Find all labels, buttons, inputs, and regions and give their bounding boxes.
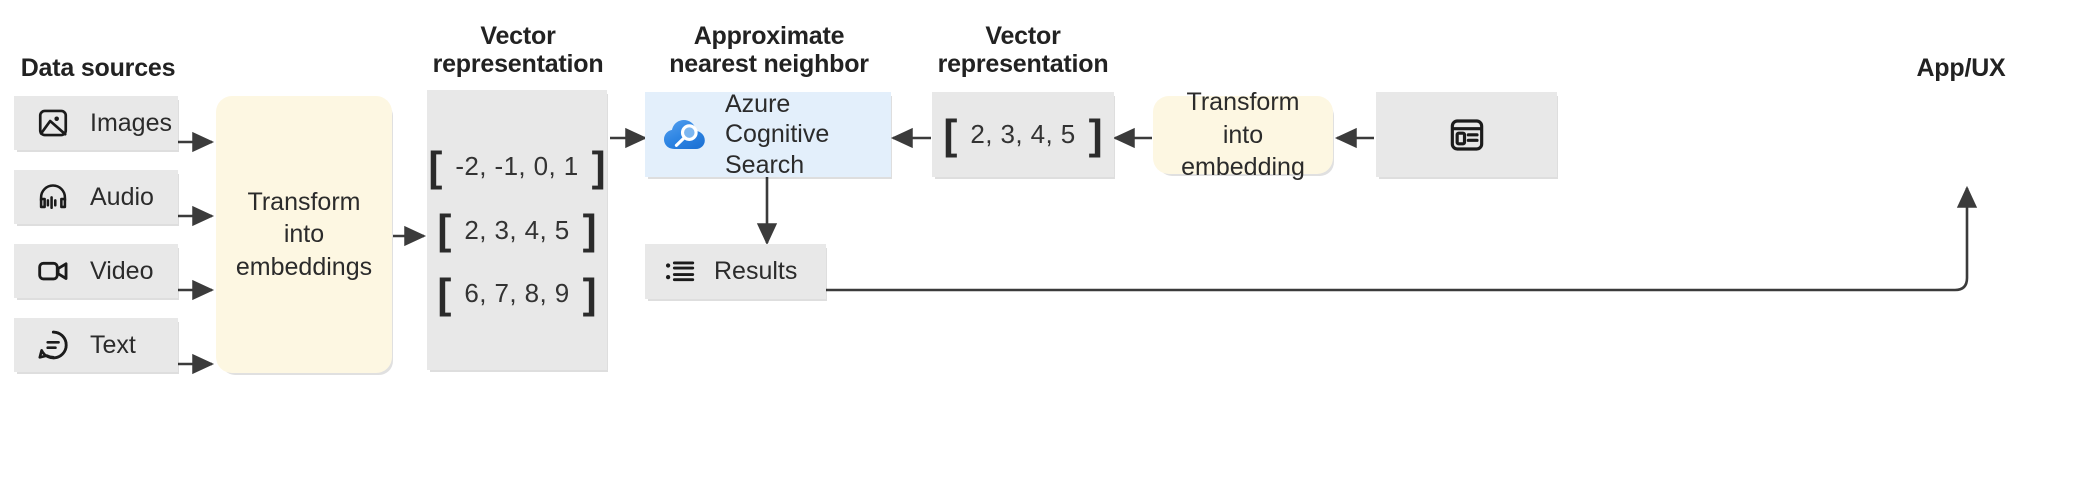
vector-row: [ 2, 3, 4, 5 ] xyxy=(943,110,1103,158)
results-box[interactable]: Results xyxy=(645,244,826,299)
image-icon xyxy=(36,106,70,140)
vector-row: [ 6, 7, 8, 9 ] xyxy=(437,269,597,317)
transform-into-embeddings-box[interactable]: Transform into embeddings xyxy=(216,96,392,373)
data-source-images[interactable]: Images xyxy=(14,96,178,150)
bracket-open: [ xyxy=(943,110,958,158)
header-approximate-nearest-neighbor: Approximate nearest neighbor xyxy=(669,22,869,78)
headphones-icon xyxy=(36,180,70,214)
header-vector-representation-left: Vector representation xyxy=(432,22,604,78)
data-source-label: Images xyxy=(90,108,172,137)
results-label: Results xyxy=(714,257,798,285)
data-source-video[interactable]: Video xyxy=(14,244,178,298)
data-source-label: Audio xyxy=(90,182,154,211)
vector-row: [ -2, -1, 0, 1 ] xyxy=(428,142,606,190)
transform-into-embedding-box[interactable]: Transform into embedding xyxy=(1153,88,1333,181)
bracket-close: ] xyxy=(582,206,597,254)
bracket-open: [ xyxy=(437,206,452,254)
vector-representation-right-box: [ 2, 3, 4, 5 ] xyxy=(932,92,1114,177)
header-app-ux: App/UX xyxy=(1916,54,2006,82)
bulleted-list-icon xyxy=(663,255,697,289)
vector-values: 2, 3, 4, 5 xyxy=(970,119,1076,149)
speech-bubble-text-icon xyxy=(36,328,70,362)
header-vector-representation-right: Vector representation xyxy=(937,22,1109,78)
video-camera-icon xyxy=(36,254,70,288)
vector-values: 2, 3, 4, 5 xyxy=(464,214,570,245)
data-source-text[interactable]: Text xyxy=(14,318,178,372)
bracket-close: ] xyxy=(591,142,606,190)
arrow-results-to-appux xyxy=(826,185,1978,292)
bracket-close: ] xyxy=(1088,110,1103,158)
bracket-close: ] xyxy=(582,269,597,317)
data-source-audio[interactable]: Audio xyxy=(14,170,178,224)
vector-representation-left-box: [ -2, -1, 0, 1 ] [ 2, 3, 4, 5 ] [ 6, 7, … xyxy=(427,90,607,370)
data-source-label: Video xyxy=(90,256,154,285)
header-data-sources: Data sources xyxy=(20,54,176,82)
vector-row: [ 2, 3, 4, 5 ] xyxy=(437,206,597,254)
data-source-label: Text xyxy=(90,330,136,359)
vector-values: -2, -1, 0, 1 xyxy=(455,150,579,181)
bracket-open: [ xyxy=(437,269,452,317)
app-ux-box[interactable] xyxy=(1376,92,1557,177)
app-window-icon xyxy=(1447,115,1487,155)
azure-cognitive-search-box[interactable]: Azure Cognitive Search xyxy=(645,90,891,179)
vector-values: 6, 7, 8, 9 xyxy=(464,278,570,309)
bracket-open: [ xyxy=(428,142,443,190)
azure-search-cloud-icon xyxy=(661,111,709,159)
azure-cognitive-search-label: Azure Cognitive Search xyxy=(725,89,830,179)
